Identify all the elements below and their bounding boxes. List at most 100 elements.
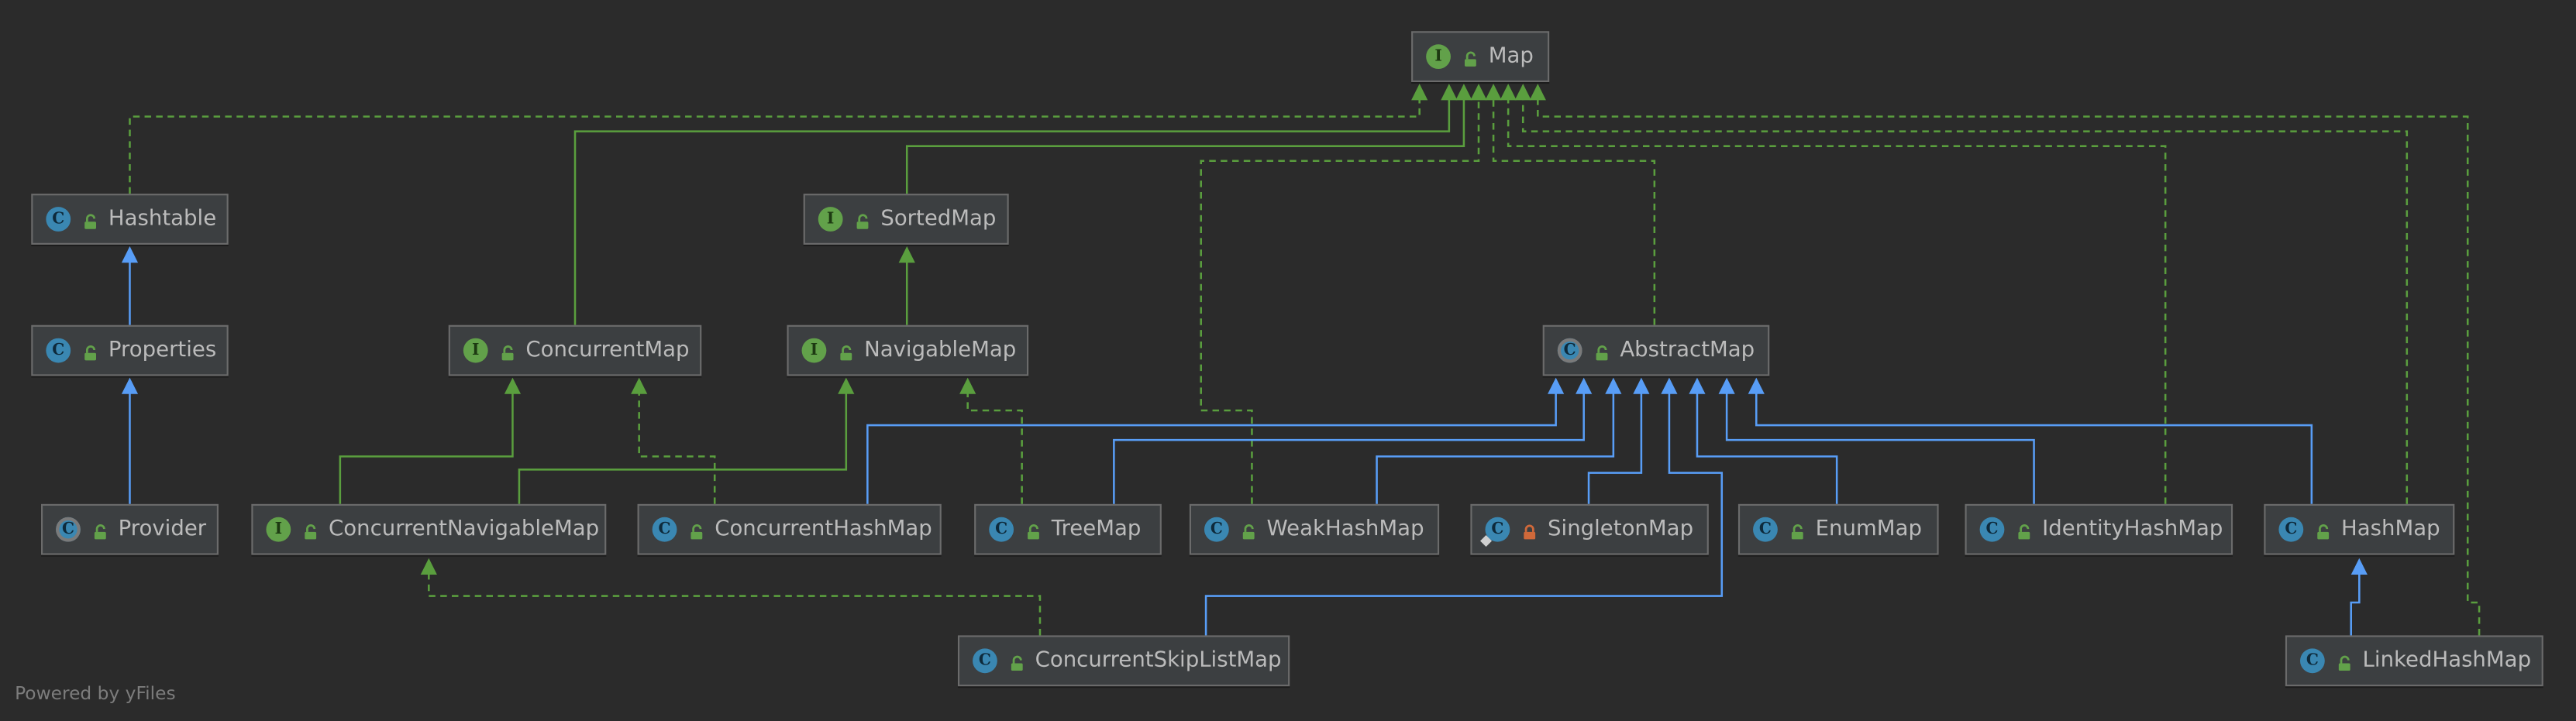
class-icon: C <box>2299 648 2325 674</box>
arrowhead-icon <box>2350 558 2368 575</box>
edge-identityhashmap-to-map <box>1500 84 2167 504</box>
node-label: SortedMap <box>880 207 997 232</box>
node-label: Provider <box>118 517 207 542</box>
open-lock-icon <box>2016 521 2032 539</box>
node-label: IdentityHashMap <box>2042 517 2223 542</box>
powered-by-footer: Powered by yFiles <box>15 682 176 705</box>
class-icon: C <box>1979 517 2005 542</box>
edge-linkedhashmap-to-hashmap <box>2350 558 2368 636</box>
open-lock-icon <box>854 211 870 228</box>
arrowhead-icon <box>1661 377 1678 394</box>
node-label: ConcurrentSkipListMap <box>1035 648 1282 674</box>
arrowhead-icon <box>1411 84 1428 101</box>
arrowhead-icon <box>1514 84 1531 101</box>
node-concurrentmap[interactable]: I ConcurrentMap <box>448 324 702 376</box>
edge-treemap-to-navigablemap <box>959 377 1023 504</box>
arrowhead-icon <box>1548 377 1565 394</box>
node-label: TreeMap <box>1051 517 1142 542</box>
abstract-class-icon: C <box>1557 338 1582 363</box>
edge-hashmap-to-abstractmap <box>1748 377 2313 504</box>
edge-weakhashmap-to-abstractmap <box>1376 377 1622 504</box>
abstract-class-icon: C <box>56 517 81 542</box>
node-label: EnumMap <box>1815 517 1922 542</box>
node-label: ConcurrentHashMap <box>715 517 932 542</box>
edge-treemap-to-abstractmap <box>1113 377 1593 504</box>
node-label: AbstractMap <box>1620 338 1755 363</box>
open-lock-icon <box>1241 521 1257 539</box>
node-singletonmap[interactable]: C SingletonMap <box>1470 503 1709 555</box>
open-lock-icon <box>302 521 319 539</box>
arrowhead-icon <box>1633 377 1650 394</box>
arrowhead-icon <box>420 558 437 575</box>
node-abstractmap[interactable]: C AbstractMap <box>1542 324 1770 376</box>
arrowhead-icon <box>504 377 522 394</box>
node-identityhashmap[interactable]: C IdentityHashMap <box>1965 503 2233 555</box>
open-lock-icon <box>1593 342 1610 360</box>
edge-concurrentmap-to-map <box>573 84 1458 325</box>
node-concurrentskiplistmap[interactable]: C ConcurrentSkipListMap <box>957 635 1290 687</box>
node-label: Map <box>1488 44 1534 70</box>
edge-navigablemap-to-sortedmap <box>898 245 915 325</box>
node-provider[interactable]: C Provider <box>40 503 219 555</box>
open-lock-icon <box>499 342 515 360</box>
open-lock-icon <box>82 342 98 360</box>
interface-icon: I <box>801 338 827 363</box>
arrowhead-icon <box>1441 84 1458 101</box>
arrowhead-icon <box>1455 84 1472 101</box>
node-label: Properties <box>108 338 217 363</box>
arrowhead-icon <box>121 377 139 394</box>
open-lock-icon <box>92 521 108 539</box>
edge-properties-to-hashtable <box>121 245 139 325</box>
node-concurrenthashmap[interactable]: C ConcurrentHashMap <box>637 503 942 555</box>
arrowhead-icon <box>631 377 648 394</box>
edge-enummap-to-abstractmap <box>1689 377 1838 504</box>
edge-hashmap-to-map <box>1514 84 2409 504</box>
edge-provider-to-properties <box>121 377 139 504</box>
arrowhead-icon <box>898 245 915 263</box>
node-label: SingletonMap <box>1548 517 1694 542</box>
arrowhead-icon <box>1748 377 1765 394</box>
locked-lock-icon <box>1521 521 1538 539</box>
open-lock-icon <box>838 342 854 360</box>
edge-concurrenthashmap-to-abstractmap <box>866 377 1565 504</box>
arrowhead-icon <box>959 377 976 394</box>
edge-concurrentnavigablemap-to-navigablemap <box>518 377 855 504</box>
arrowhead-icon <box>1689 377 1706 394</box>
interface-icon: I <box>463 338 488 363</box>
interface-icon: I <box>266 517 291 542</box>
arrowhead-icon <box>1605 377 1622 394</box>
edge-weakhashmap-to-map <box>1200 84 1487 504</box>
edge-abstractmap-to-map <box>1485 84 1656 325</box>
open-lock-icon <box>688 521 704 539</box>
class-icon: C <box>1485 517 1510 542</box>
arrowhead-icon <box>838 377 855 394</box>
node-label: ConcurrentNavigableMap <box>328 517 600 542</box>
class-icon: C <box>46 338 71 363</box>
edge-concurrentskiplistmap-to-concurrentnavigablemap <box>420 558 1042 636</box>
open-lock-icon <box>82 211 98 228</box>
node-map[interactable]: I Map <box>1411 31 1550 82</box>
open-lock-icon <box>1462 49 1479 66</box>
node-label: ConcurrentMap <box>525 338 690 363</box>
node-concurrentnavigablemap[interactable]: I ConcurrentNavigableMap <box>251 503 607 555</box>
interface-icon: I <box>1426 44 1451 70</box>
edge-concurrenthashmap-to-concurrentmap <box>631 377 716 504</box>
edge-concurrentskiplistmap-to-abstractmap <box>1204 377 1724 636</box>
class-icon: C <box>652 517 677 542</box>
node-properties[interactable]: C Properties <box>31 324 229 376</box>
edge-hashtable-to-map <box>129 84 1428 194</box>
class-icon: C <box>1204 517 1229 542</box>
edge-sortedmap-to-map <box>905 84 1472 194</box>
node-label: HashMap <box>2340 517 2440 542</box>
class-icon: C <box>973 648 997 674</box>
